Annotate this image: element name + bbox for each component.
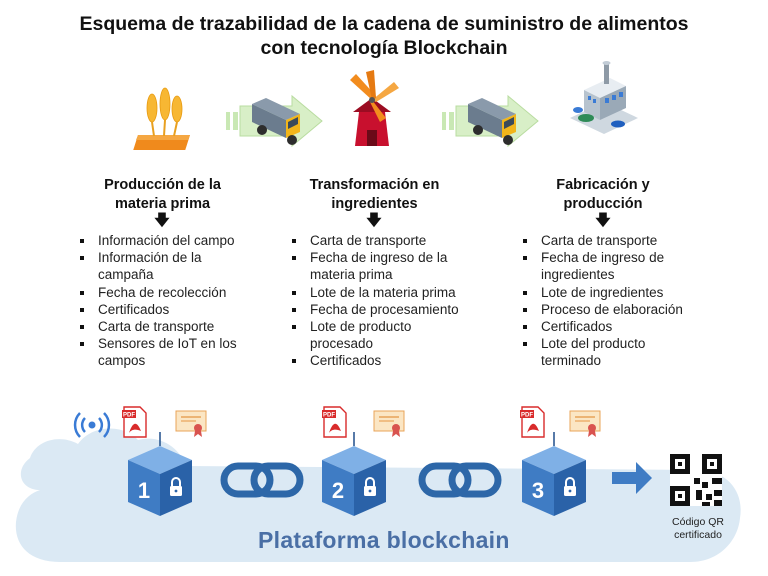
stage-2-doc-icons: PDF [322,406,405,438]
stage-3-heading: Fabricación y producción [528,176,678,214]
arrow-right-icon [612,462,652,494]
qr-caption-line-2: certificado [674,529,722,541]
list-item: Sensores de IoT en los campos [76,335,256,369]
list-item: Proceso de elaboración [519,301,694,318]
stage-2-list: Carta de transporte Fecha de ingreso de … [288,232,468,370]
stage-1-heading-line-1: Producción de la [104,177,221,193]
block-1: 1 [127,431,193,517]
stage-2-heading-line-2: ingredientes [331,196,418,212]
transport-truck-icon-2 [442,94,539,148]
pdf-label: PDF [323,413,335,419]
block-3-number: 3 [532,478,544,503]
iot-wireless-icon [73,412,111,438]
pdf-icon: PDF [322,406,347,438]
list-item: Fecha de ingreso de la materia prima [288,249,468,283]
list-item: Lote de ingredientes [519,284,694,301]
pdf-label: PDF [123,413,135,419]
list-item: Fecha de ingreso de ingredientes [519,249,694,283]
chain-link-icon [418,462,502,498]
down-arrow-icon: 🡇 [366,212,382,229]
list-item: Certificados [76,301,256,318]
block-1-number: 1 [138,478,150,503]
certificate-icon [373,410,405,437]
windmill-icon [350,70,399,146]
transport-truck-icon-1 [226,94,323,148]
list-item: Información de la campaña [76,249,256,283]
wheat-field-icon [133,87,190,150]
chain-link-icon [220,462,304,498]
block-2: 2 [321,431,387,517]
list-item: Certificados [519,318,694,335]
stage-2-heading: Transformación en ingredientes [292,176,457,214]
qr-code-caption: Código QR certificado [656,516,740,542]
list-item: Carta de transporte [288,232,468,249]
qr-code-icon [670,454,722,506]
stage-1-heading-line-2: materia prima [114,196,211,212]
stage-1-heading: Producción de la materia prima [80,176,245,214]
list-item: Información del campo [76,232,256,249]
block-2-number: 2 [332,478,344,503]
stage-3-heading-line-1: Fabricación y [556,177,650,193]
list-item: Fecha de procesamiento [288,301,468,318]
down-arrow-icon: 🡇 [595,212,611,229]
pdf-label: PDF [521,413,533,419]
list-item: Lote de la materia prima [288,284,468,301]
qr-caption-line-1: Código QR [672,516,724,528]
list-item: Certificados [288,352,468,369]
title-line-1: Esquema de trazabilidad de la cadena de … [79,13,689,35]
stage-1-list: Información del campo Información de la … [76,232,256,370]
blockchain-blocks: 1 2 3 [127,431,722,517]
certificate-icon [569,410,601,437]
stage-1-doc-icons: PDF [73,406,207,438]
pdf-icon: PDF [520,406,545,438]
stage-3-heading-line-2: producción [563,196,643,212]
title-line-2: con tecnología Blockchain [260,37,508,59]
factory-icon [570,61,638,134]
stage-3-list: Carta de transporte Fecha de ingreso de … [519,232,694,370]
list-item: Lote del producto terminado [519,335,694,369]
certificate-icon [175,410,207,437]
platform-label: Plataforma blockchain [258,527,510,553]
list-item: Fecha de recolección [76,284,256,301]
stage-icons-row [133,61,638,150]
pdf-icon: PDF [122,406,147,438]
list-item: Lote de producto procesado [288,318,468,352]
block-3: 3 [521,431,587,517]
list-item: Carta de transporte [76,318,256,335]
stage-2-heading-line-1: Transformación en [309,177,440,193]
stage-3-doc-icons: PDF [520,406,601,438]
list-item: Carta de transporte [519,232,694,249]
down-arrow-icon: 🡇 [154,212,170,229]
page-title: Esquema de trazabilidad de la cadena de … [0,12,768,60]
